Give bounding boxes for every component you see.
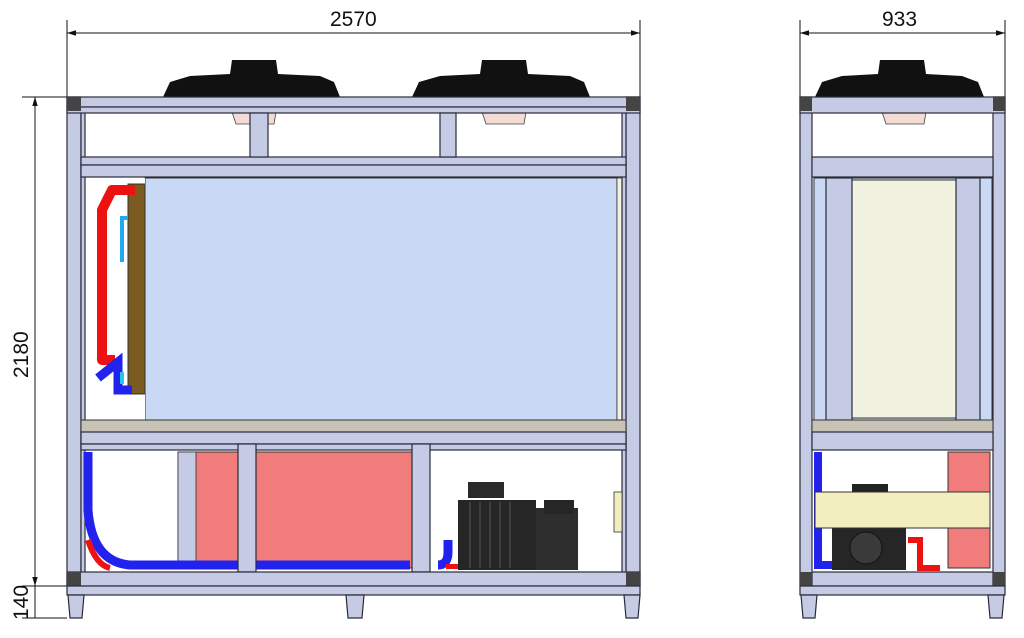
heat-exchanger-right [255, 451, 413, 569]
fan-side [815, 60, 984, 125]
dimension-height: 2180 140 [10, 96, 67, 620]
coil-panel [144, 177, 618, 421]
dimension-label-2570: 2570 [330, 8, 377, 31]
frame-front [66, 96, 641, 587]
side-panel [851, 179, 957, 419]
frame-front-lower [66, 443, 641, 619]
side-view [799, 60, 1006, 619]
electrical-box [613, 491, 623, 533]
dimension-label-140: 140 [10, 585, 33, 620]
dimension-width-side: 933 [799, 8, 1006, 97]
frame-side-lower [799, 571, 1006, 619]
fan-right [412, 60, 590, 125]
header-bar [127, 183, 146, 395]
compressor-side [832, 484, 906, 570]
shelf [80, 419, 627, 433]
refrigerant-pipes-upper [95, 185, 135, 395]
frame-side [799, 96, 1006, 587]
dimension-label-2180: 2180 [10, 331, 33, 378]
front-view [66, 60, 641, 619]
dimension-label-933: 933 [882, 8, 917, 31]
dimension-width-front: 2570 [66, 8, 641, 97]
mounting-rail-side [814, 491, 991, 529]
refrigerant-pipes-lower [83, 452, 460, 571]
compressor [458, 482, 578, 570]
